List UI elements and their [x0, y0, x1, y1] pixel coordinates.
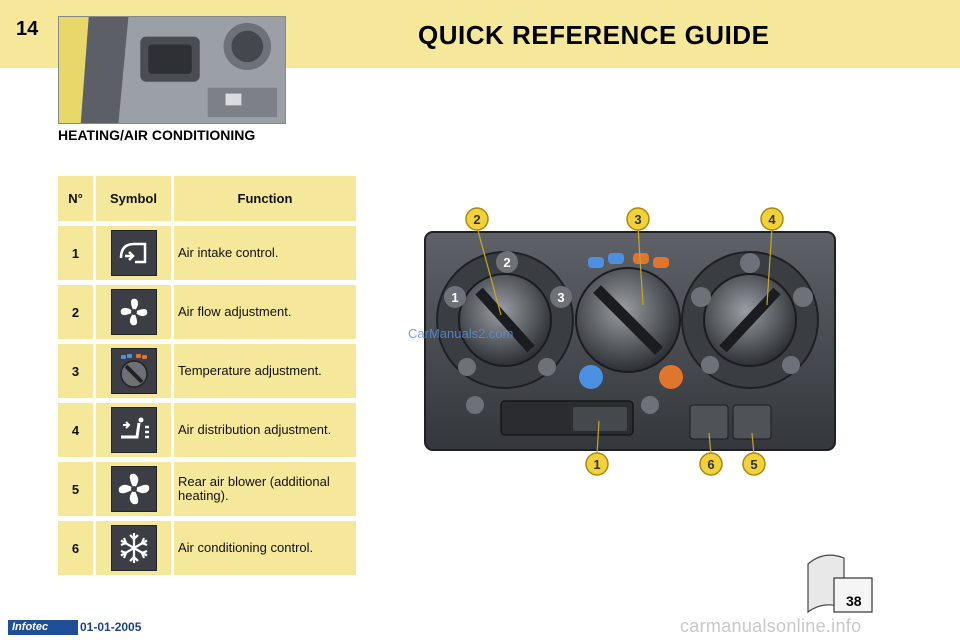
- air-distribution-icon: [110, 407, 157, 453]
- dial-label: 3: [557, 290, 564, 305]
- dial-label: 1: [451, 290, 458, 305]
- table-row: 5 Rear air blower (additional heating).: [58, 462, 356, 516]
- table-row: 6 Air conditioning control.: [58, 521, 356, 575]
- snowflake-icon: [110, 525, 157, 571]
- header-function: Function: [174, 176, 356, 221]
- page-title: QUICK REFERENCE GUIDE: [418, 20, 770, 50]
- row-num: 2: [58, 285, 93, 339]
- footer-watermark: carmanualsonline.info: [680, 616, 862, 636]
- callout-label: 3: [634, 212, 641, 227]
- row-num: 3: [58, 344, 93, 398]
- inline-watermark: CarManuals2.com: [408, 326, 514, 341]
- row-function: Air flow adjustment.: [174, 285, 356, 339]
- table-row: 2 Air flow adjustment.: [58, 285, 356, 339]
- row-function: Rear air blower (additional heating).: [174, 462, 356, 516]
- row-function: Air distribution adjustment.: [174, 403, 356, 457]
- callout-label: 1: [593, 457, 600, 472]
- table-header-row: N° Symbol Function: [58, 176, 356, 221]
- row-num: 1: [58, 226, 93, 280]
- row-function: Air intake control.: [174, 226, 356, 280]
- control-panel-figure: 1 2 3: [405, 205, 845, 480]
- row-num: 4: [58, 403, 93, 457]
- dashboard-photo: [58, 16, 286, 124]
- rear-fan-icon: [110, 466, 157, 512]
- row-function: Temperature adjustment.: [174, 344, 356, 398]
- table-row: 1 Air intake control.: [58, 226, 356, 280]
- table-row: 4 Air distribution adjustment.: [58, 403, 356, 457]
- callout-label: 6: [707, 457, 714, 472]
- brand-logo: Infotec: [8, 620, 78, 635]
- page-number: 14: [16, 18, 39, 40]
- callout-label: 5: [750, 457, 757, 472]
- callout-label: 4: [768, 212, 776, 227]
- header-num: N°: [58, 176, 93, 221]
- table-row: 3 Temperature adjustment.: [58, 344, 356, 398]
- air-intake-icon: [110, 230, 157, 276]
- page-badge-number: 38: [846, 593, 862, 609]
- row-num: 5: [58, 462, 93, 516]
- fan-icon: [110, 289, 157, 335]
- section-title: HEATING/AIR CONDITIONING: [58, 127, 256, 143]
- temperature-dial-icon: [110, 348, 157, 394]
- row-function: Air conditioning control.: [174, 521, 356, 575]
- reference-table: N° Symbol Function 1 Air intake control.…: [58, 176, 356, 580]
- callout-label: 2: [473, 212, 480, 227]
- dial-label: 2: [503, 255, 510, 270]
- row-num: 6: [58, 521, 93, 575]
- header-symbol: Symbol: [96, 176, 171, 221]
- page-badge-icon: [804, 550, 874, 614]
- footer-date: 01-01-2005: [80, 620, 142, 634]
